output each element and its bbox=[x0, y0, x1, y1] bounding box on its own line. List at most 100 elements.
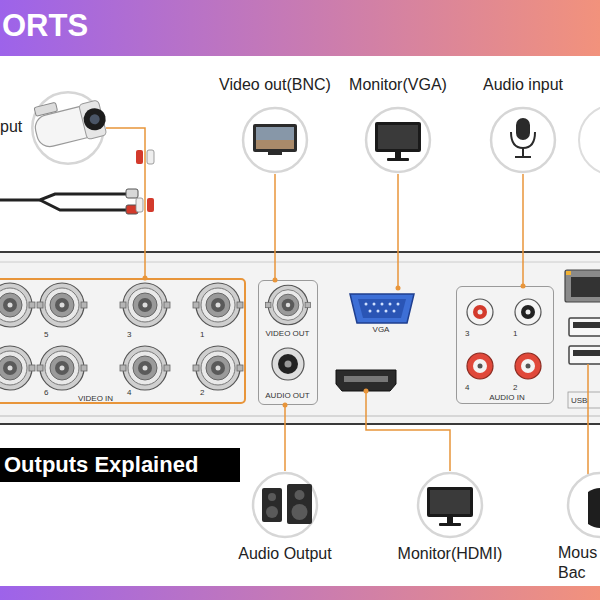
rca-plug bbox=[136, 150, 143, 164]
monitor-screen bbox=[378, 125, 418, 149]
rca-plug bbox=[147, 150, 154, 164]
monitor-icon bbox=[427, 487, 473, 526]
callout-label: Monitor(VGA) bbox=[323, 76, 473, 94]
callout-circle: Video out(BNC) bbox=[241, 106, 309, 174]
circle-outline bbox=[416, 471, 484, 539]
rca-jack bbox=[272, 348, 304, 380]
callout-circle: Audio Output bbox=[251, 471, 319, 539]
callout-circle: Monitor(HDMI) bbox=[416, 471, 484, 539]
callout-label: put bbox=[0, 118, 29, 136]
circle-outline bbox=[251, 471, 319, 539]
vga-port bbox=[350, 294, 414, 323]
tv-screen bbox=[256, 127, 294, 140]
vga-pin bbox=[377, 310, 380, 313]
bnc-connector bbox=[120, 283, 170, 327]
jack-pin bbox=[478, 310, 483, 315]
jack-hole bbox=[521, 359, 535, 373]
port-number: 3 bbox=[465, 329, 475, 338]
vga-pin bbox=[389, 303, 392, 306]
leader-line bbox=[522, 174, 524, 286]
callout-circle: Audio input bbox=[489, 106, 557, 174]
rca-jack bbox=[515, 353, 541, 379]
circle-outline bbox=[30, 90, 106, 166]
cable bbox=[40, 200, 128, 210]
port-box: VGA bbox=[345, 288, 417, 338]
circle-shape bbox=[491, 108, 555, 172]
speaker-box bbox=[287, 484, 312, 524]
circle-outline bbox=[566, 471, 600, 539]
leader-connector bbox=[283, 403, 288, 472]
rca-jack bbox=[515, 299, 541, 325]
lan-socket bbox=[571, 277, 600, 297]
usb-shell bbox=[569, 346, 600, 364]
top-banner bbox=[0, 0, 600, 56]
port-number: VIDEO IN bbox=[78, 394, 122, 403]
leader-dot bbox=[273, 278, 278, 283]
speaker-cone bbox=[268, 493, 276, 501]
lan-port bbox=[565, 270, 600, 302]
lan-led bbox=[566, 271, 571, 275]
jack-hole bbox=[473, 305, 487, 319]
monitor-stand bbox=[395, 152, 401, 158]
port-name: VIDEO OUT bbox=[259, 329, 316, 338]
usb-tongue bbox=[573, 350, 600, 356]
jack-ring bbox=[272, 348, 304, 380]
tv-stand bbox=[268, 152, 282, 155]
tv-icon bbox=[253, 124, 297, 155]
monitor-stand bbox=[447, 517, 453, 523]
vga-pin bbox=[385, 310, 388, 313]
monitor-icon bbox=[375, 122, 421, 161]
jack-ring bbox=[467, 353, 493, 379]
bnc-connector bbox=[193, 346, 243, 390]
camera-hood bbox=[79, 100, 107, 140]
callout-label: Mous Bac bbox=[558, 543, 600, 583]
port-number: AUDIO IN bbox=[485, 393, 529, 402]
jack-hole bbox=[473, 359, 487, 373]
circle-shape bbox=[253, 473, 317, 537]
jack-pin bbox=[526, 310, 531, 315]
bnc-connector bbox=[120, 346, 170, 390]
leader-connector bbox=[273, 174, 278, 283]
circle-shape bbox=[418, 473, 482, 537]
jack-pin bbox=[478, 364, 483, 369]
banner-text: Outputs Explained bbox=[4, 452, 238, 478]
monitor-frame bbox=[375, 122, 421, 152]
callout-circle: put bbox=[30, 90, 106, 166]
camera-icon bbox=[30, 91, 110, 151]
banner-title: ORTS bbox=[2, 8, 202, 44]
bnc-connector bbox=[37, 283, 87, 327]
jack-ring bbox=[467, 299, 493, 325]
panel-edge bbox=[0, 416, 600, 417]
callout-circle: Mous Bac bbox=[566, 471, 600, 539]
usb-port bbox=[569, 318, 600, 336]
vga-pin bbox=[365, 303, 368, 306]
callout-label: Audio input bbox=[448, 76, 598, 94]
leader-dot bbox=[396, 286, 401, 291]
port-number: 5 bbox=[44, 330, 54, 339]
port-number: 1 bbox=[200, 330, 210, 339]
lan-shell bbox=[565, 270, 600, 302]
bnc-connector bbox=[193, 283, 243, 327]
callout-label: Monitor(HDMI) bbox=[375, 545, 525, 563]
jack-ring bbox=[515, 353, 541, 379]
monitor-base bbox=[387, 158, 409, 161]
leader-line bbox=[106, 128, 145, 278]
leader-line bbox=[274, 174, 276, 280]
callout-label: Video out(BNC) bbox=[200, 76, 350, 94]
leader-line bbox=[284, 405, 286, 471]
callout-circle: Monitor(VGA) bbox=[364, 106, 432, 174]
leader-line bbox=[397, 174, 399, 288]
mic-head bbox=[516, 118, 530, 140]
callout-circle bbox=[579, 105, 600, 175]
vga-face bbox=[358, 299, 406, 318]
callout-label: Audio Output bbox=[210, 545, 360, 563]
leader-dot bbox=[143, 276, 148, 281]
jack-hole bbox=[278, 354, 298, 374]
circle-shape bbox=[243, 108, 307, 172]
port-number: 1 bbox=[513, 329, 523, 338]
camera-lens bbox=[81, 106, 108, 133]
bottom-banner bbox=[0, 586, 600, 600]
vga-shell bbox=[350, 294, 414, 323]
rca-plug bbox=[147, 198, 154, 212]
